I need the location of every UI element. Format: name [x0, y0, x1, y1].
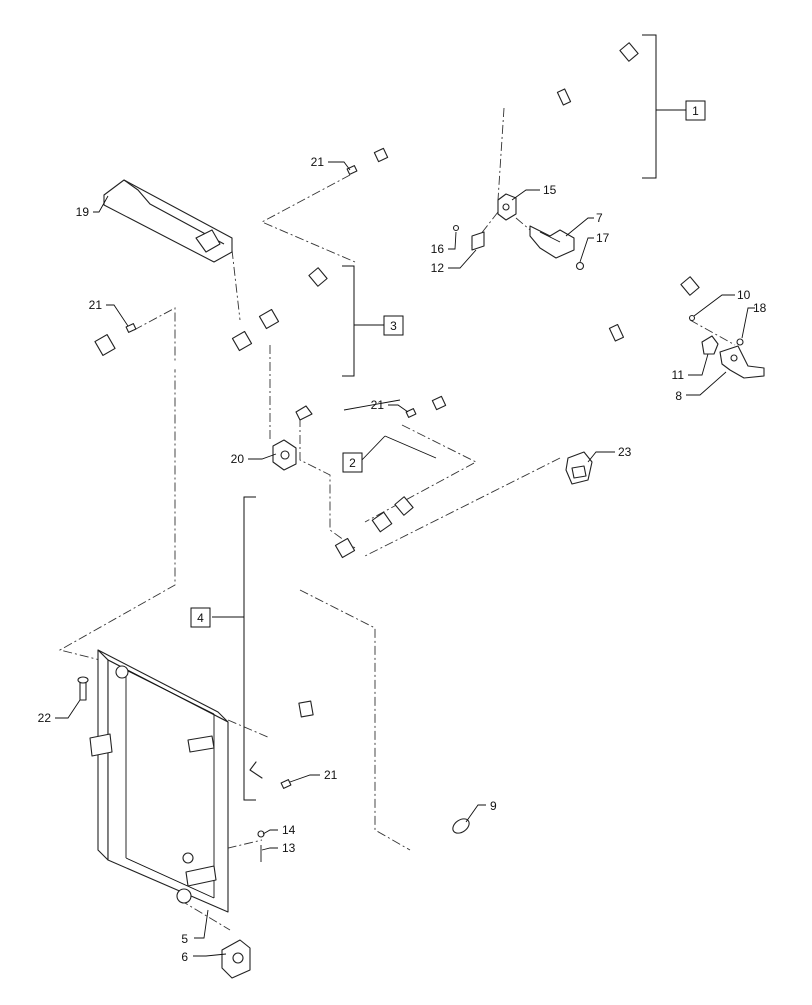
callout-19: 19	[76, 205, 90, 219]
callout-8: 8	[675, 389, 682, 403]
leader-lines	[55, 161, 755, 957]
bolt-10	[688, 314, 696, 322]
assembly-brackets	[212, 34, 686, 801]
callout-2: 2	[349, 456, 356, 470]
nut-17	[575, 261, 585, 271]
callout-4: 4	[197, 611, 204, 625]
bolt-22	[77, 676, 89, 701]
callout-1: 1	[692, 104, 699, 118]
callouts: 1 2 3 4 5 6 7 8 9 10 11 12 13 14 15 16 1…	[38, 100, 767, 964]
screw-18	[736, 338, 744, 346]
clamp-20	[272, 405, 313, 471]
callout-9: 9	[490, 799, 497, 813]
callout-17: 17	[596, 231, 610, 245]
callout-box-3	[383, 315, 404, 336]
callout-21-middle: 21	[371, 398, 385, 412]
callout-box-4	[190, 607, 211, 628]
fastener-14-13	[257, 830, 265, 862]
bracket-7	[529, 225, 575, 259]
callout-7: 7	[596, 211, 603, 225]
bracket-8	[719, 345, 765, 379]
callout-18: 18	[753, 301, 767, 315]
callout-box-1	[685, 100, 706, 121]
mount-6	[221, 939, 251, 979]
bolt-16	[452, 224, 460, 232]
callout-12: 12	[431, 261, 445, 275]
callout-21-bottom: 21	[324, 768, 338, 782]
hose-assembly-3	[94, 267, 328, 372]
plate-12	[471, 231, 485, 251]
callout-22: 22	[38, 711, 52, 725]
tube-assembly-2	[431, 276, 700, 411]
callout-20: 20	[231, 452, 245, 466]
cooler-core	[89, 649, 229, 913]
callout-box-2	[342, 452, 363, 473]
callout-21-top: 21	[311, 155, 325, 169]
clamp-15	[497, 193, 517, 221]
callout-13: 13	[282, 841, 296, 855]
callout-10: 10	[737, 288, 751, 302]
clamp-23	[565, 451, 593, 485]
tube-assembly-1	[373, 41, 639, 163]
callout-16: 16	[431, 242, 445, 256]
callout-14: 14	[282, 823, 296, 837]
o-rings-21	[125, 165, 417, 789]
callout-11: 11	[672, 368, 685, 382]
callout-15: 15	[543, 183, 557, 197]
callout-23: 23	[618, 445, 632, 459]
callout-5: 5	[181, 932, 188, 946]
clamp-19	[103, 179, 233, 263]
callout-3: 3	[390, 319, 397, 333]
callout-6: 6	[181, 950, 188, 964]
callout-21-left: 21	[89, 298, 103, 312]
hose-9	[409, 817, 470, 913]
clamp-11	[701, 335, 719, 355]
hose-assembly-4	[249, 496, 414, 782]
